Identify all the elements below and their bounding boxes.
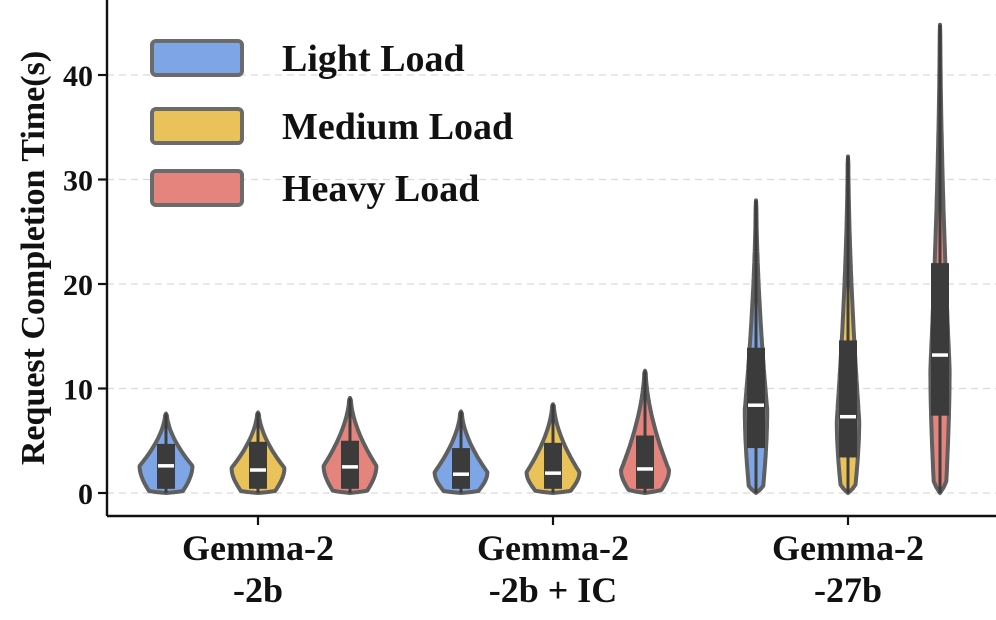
x-tick-label-line2: -27b: [814, 570, 882, 610]
violin-iqr-box: [249, 441, 267, 489]
violin-light-load: [742, 198, 770, 495]
legend-swatch-heavy-load: [150, 169, 244, 207]
x-tick-label-line2: -2b: [233, 570, 283, 610]
violin-heavy-load: [619, 368, 671, 495]
y-tick-label: 20: [63, 269, 93, 302]
x-tick-label-line1: Gemma-2: [477, 528, 629, 568]
legend-swatch-medium-load: [150, 107, 244, 145]
violin-medium-load: [524, 402, 582, 495]
y-tick-label: 30: [63, 165, 93, 198]
x-tick-label-line2: -2b + IC: [489, 570, 618, 610]
violin-iqr-box: [636, 435, 654, 489]
violin-heavy-load: [928, 22, 952, 495]
y-tick-label: 0: [78, 478, 93, 511]
y-tick-layer: 0 10 20 30 40: [63, 60, 107, 511]
violin-iqr-box: [452, 448, 470, 489]
legend-swatch-light-load: [150, 39, 244, 77]
legend-label: Medium Load: [282, 106, 513, 148]
violin-layer: [137, 22, 952, 495]
violin-iqr-box: [747, 347, 765, 449]
violin-iqr-box: [341, 440, 359, 489]
x-tick-label-line1: Gemma-2: [182, 528, 334, 568]
violin-iqr-box: [931, 263, 949, 416]
violin-light-load: [432, 409, 490, 495]
violin-heavy-load: [321, 395, 379, 495]
violin-iqr-box: [544, 442, 562, 489]
y-tick-label: 40: [63, 60, 93, 93]
violin-light-load: [137, 411, 195, 495]
legend-label: Heavy Load: [282, 168, 479, 210]
violin-medium-load: [834, 154, 862, 495]
y-tick-label: 10: [63, 374, 93, 407]
y-axis-label: Request Completion Time(s): [15, 51, 52, 465]
violin-medium-load: [229, 410, 287, 495]
x-tick-label-line1: Gemma-2: [772, 528, 924, 568]
violin-iqr-box: [839, 340, 857, 458]
legend-label: Light Load: [282, 38, 465, 80]
